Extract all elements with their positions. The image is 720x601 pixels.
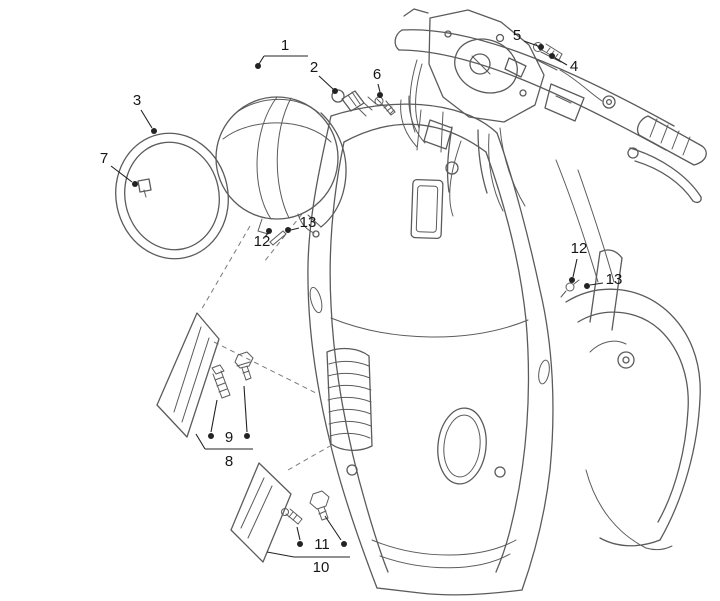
fastener-12-13-right-drawing <box>560 279 580 298</box>
callout-12-right-label: 12 <box>571 240 588 257</box>
callout-12-left-label: 12 <box>254 233 271 250</box>
callout-8-label: 8 <box>225 453 233 470</box>
headlamp-drawing <box>215 96 347 238</box>
right-grip <box>636 115 707 166</box>
callout-8: 8 <box>195 433 253 470</box>
callout-9-dot-b <box>244 433 250 439</box>
callout-13-left-leader <box>290 227 300 231</box>
callout-3-dot <box>151 128 157 134</box>
callout-9-label: 9 <box>225 429 233 446</box>
handlebar-assembly-drawing <box>394 8 707 217</box>
brake-lever <box>627 147 702 204</box>
callout-8-leader <box>195 433 206 450</box>
callout-7-label: 7 <box>100 150 108 167</box>
callout-13-right: 13 <box>584 271 622 289</box>
callout-10-label: 10 <box>313 559 330 576</box>
callout-7: 7 <box>100 150 138 187</box>
headlamp-rim-drawing <box>115 132 229 260</box>
callout-6: 6 <box>373 66 383 98</box>
callout-13-left: 13 <box>285 214 316 233</box>
rim-clip-drawing <box>137 178 152 198</box>
callout-12-right: 12 <box>569 240 587 283</box>
switch-housings <box>423 57 585 150</box>
mirror-boss <box>602 95 616 109</box>
callout-10: 10 <box>266 551 350 576</box>
callout-6-dot <box>377 92 383 98</box>
callout-9-dot-a <box>208 433 214 439</box>
callout-4-dot <box>549 53 555 59</box>
callout-12-left-leader <box>264 232 269 238</box>
callout-5: 5 <box>513 27 544 50</box>
callout-3-label: 3 <box>133 92 141 109</box>
signal-fasteners-11-drawing <box>281 490 330 525</box>
callout-2-label: 2 <box>310 59 318 76</box>
front-fender-drawing <box>555 159 701 551</box>
horn-grille <box>326 347 373 451</box>
callout-1-label: 1 <box>281 37 289 54</box>
callout-5-label: 5 <box>513 27 521 44</box>
signal-fasteners-9-drawing <box>211 351 254 399</box>
callout-13-right-dot <box>584 283 590 289</box>
callout-4-leader <box>554 57 568 66</box>
callout-6-label: 6 <box>373 66 381 83</box>
callout-9: 9 <box>208 385 250 446</box>
callout-9-leader-a <box>210 399 218 433</box>
callout-12-right-leader <box>572 258 578 278</box>
callout-13-right-label: 13 <box>606 271 623 288</box>
callout-11-label: 11 <box>314 536 330 553</box>
turn-signal-lower-drawing <box>230 462 292 563</box>
turn-signal-front-left-drawing <box>156 312 220 438</box>
callout-11-dot-a <box>297 541 303 547</box>
callout-13-left-label: 13 <box>300 214 317 231</box>
callout-7-dot <box>132 181 138 187</box>
callout-12-right-dot <box>569 277 575 283</box>
callout-13-right-leader <box>589 282 604 286</box>
callout-9-leader-b <box>243 385 248 433</box>
callout-6-leader <box>377 83 381 93</box>
callout-12-left: 12 <box>254 228 272 250</box>
callout-2-leader <box>318 75 334 90</box>
callout-12-left-dot <box>266 228 272 234</box>
callouts: 1 2 3 4 5 6 7 <box>100 27 623 576</box>
callout-2-dot <box>332 88 338 94</box>
callout-11: 11 <box>296 515 347 553</box>
callout-11-leader-a <box>296 526 301 541</box>
callout-13-left-dot <box>285 227 291 233</box>
callout-1-leader <box>258 55 265 65</box>
callout-5-leader <box>523 40 539 47</box>
cables <box>400 51 603 217</box>
callout-5-dot <box>538 44 544 50</box>
pin-12-13-left-drawing <box>269 230 287 246</box>
callout-3-leader <box>140 109 153 129</box>
callout-7-leader <box>110 165 133 183</box>
assembly-guide-lines <box>199 213 331 471</box>
bulb-drawing <box>331 89 377 117</box>
screw-4-5-drawing <box>533 42 563 61</box>
callout-1-dot <box>255 63 261 69</box>
callout-3: 3 <box>133 92 157 134</box>
callout-10-leader <box>266 551 295 558</box>
callout-1: 1 <box>255 37 308 69</box>
callout-4-label: 4 <box>570 58 578 75</box>
callout-11-dot-b <box>341 541 347 547</box>
front-fairing-drawing <box>307 103 554 596</box>
callout-4: 4 <box>549 53 578 75</box>
callout-11-leader-b <box>324 515 342 541</box>
callout-2: 2 <box>310 59 338 94</box>
instrument-cluster <box>428 9 545 123</box>
